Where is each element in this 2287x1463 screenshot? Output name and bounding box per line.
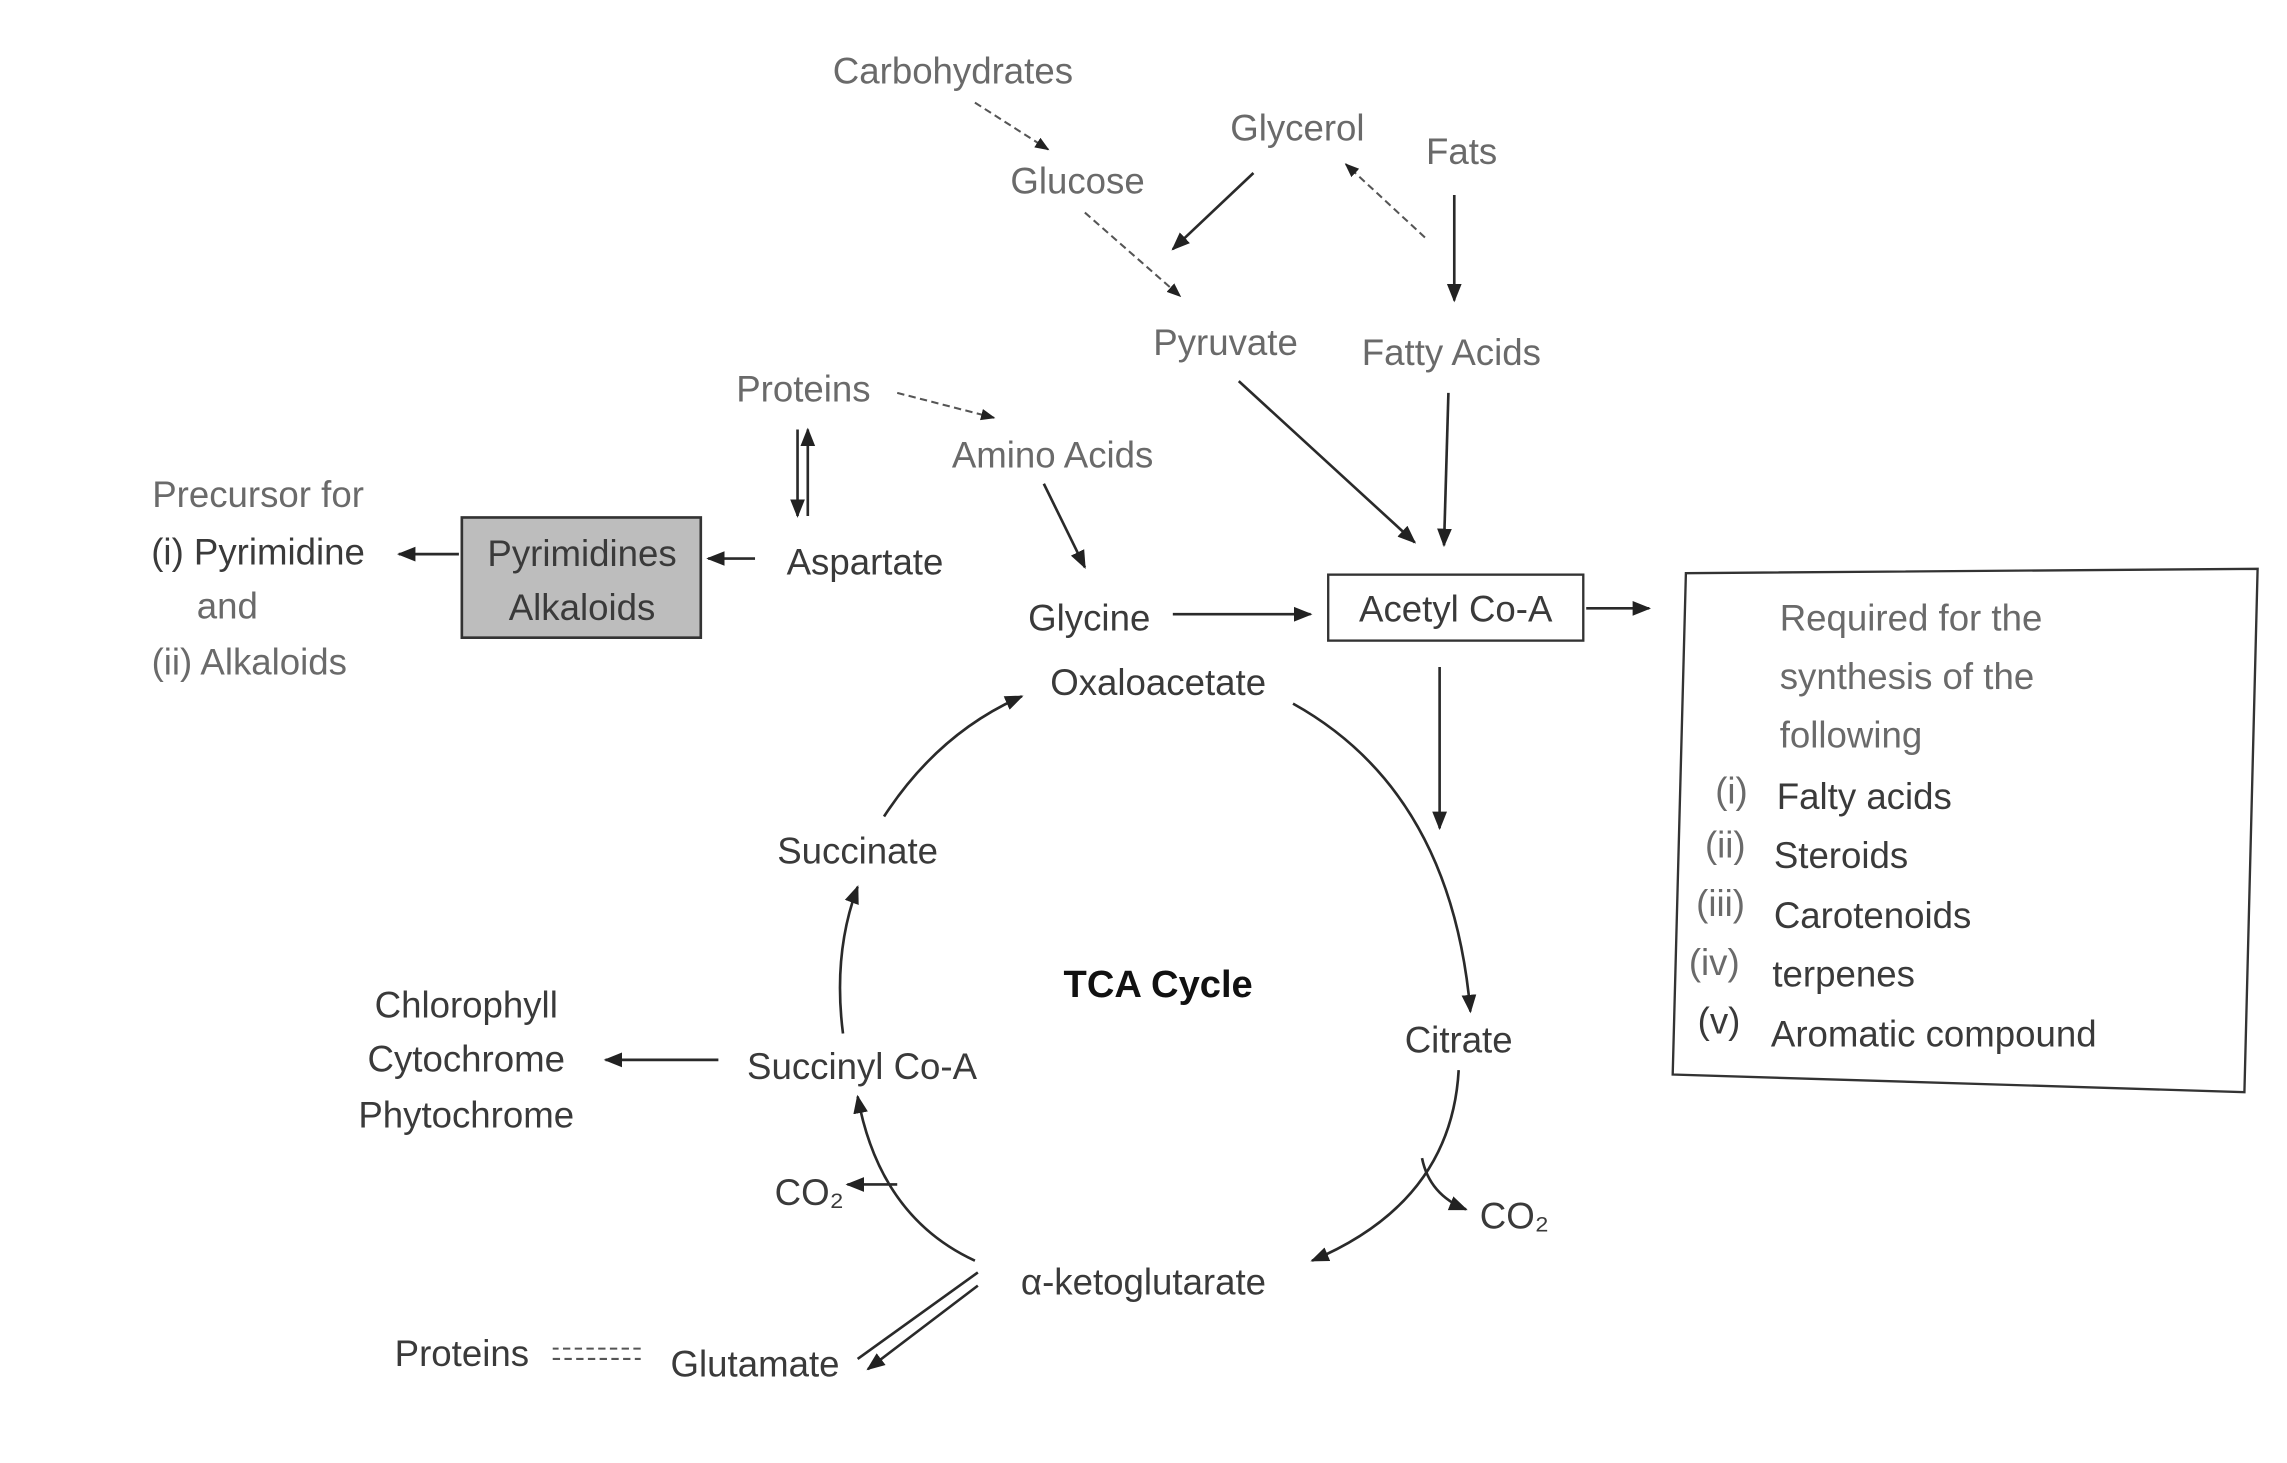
node-amino-acids: Amino Acids [952, 435, 1154, 476]
arc-co2-right [1420, 1157, 1468, 1211]
node-glucose: Glucose [1010, 161, 1144, 202]
node-succinate: Succinate [777, 830, 938, 871]
precursor-line: Precursor for [152, 474, 364, 515]
required-box-content: Required for the synthesis of the follow… [1689, 597, 2097, 1054]
node-alpha-ketoglutarate: α-ketoglutarate [1021, 1261, 1266, 1302]
node-carbohydrates: Carbohydrates [833, 51, 1073, 92]
required-item: terpenes [1772, 954, 1915, 995]
required-item: Carotenoids [1774, 895, 1972, 936]
arrow-proteins-aminoacids [896, 391, 996, 421]
node-proteins-bottom: Proteins [395, 1333, 529, 1374]
node-oxaloacetate: Oxaloacetate [1050, 662, 1266, 703]
node-citrate: Citrate [1405, 1020, 1513, 1061]
required-item: Aromatic compound [1771, 1014, 2097, 1055]
required-item-num: (iv) [1689, 942, 1740, 983]
precursor-line: (i) Pyrimidine [151, 531, 365, 572]
precursor-line: (ii) Alkaloids [152, 641, 347, 682]
arrow-akg-glutamate [856, 1271, 979, 1360]
node-co2-right: CO₂ [1480, 1195, 1549, 1236]
required-item: Steroids [1774, 835, 1908, 876]
pyrimidines-alkaloids-box [460, 516, 703, 639]
node-glycerol: Glycerol [1230, 108, 1364, 149]
required-item-num: (ii) [1705, 825, 1746, 866]
required-item-num: (iii) [1696, 883, 1745, 924]
node-succinyl-coa: Succinyl Co-A [747, 1046, 978, 1087]
required-heading: Required for the [1780, 597, 2043, 638]
pigment-cytochrome: Cytochrome [368, 1039, 565, 1080]
node-proteins-top: Proteins [736, 369, 870, 410]
acetyl-coa-box [1327, 573, 1585, 642]
arrow-aminoacids-glycine [1042, 483, 1087, 569]
arrow-pyruvate-acetylcoa [1237, 380, 1417, 544]
required-heading: following [1780, 715, 1923, 756]
node-co2-left: CO₂ [775, 1172, 844, 1213]
required-item: Falty acids [1777, 776, 1952, 817]
arrow-glutamate-akg [866, 1284, 979, 1371]
arc-succinylcoa-succinate [838, 885, 859, 1034]
required-heading: synthesis of the [1780, 656, 2034, 697]
arc-akg-succinylcoa [853, 1094, 976, 1262]
arrow-carbohydrates-glucose [974, 101, 1050, 151]
box-alkaloids: Alkaloids [509, 587, 656, 628]
required-item-num: (i) [1715, 770, 1748, 811]
node-acetyl-coa: Acetyl Co-A [1359, 589, 1553, 630]
precursor-line: and [197, 586, 258, 627]
arrow-glucose-pyruvate [1084, 211, 1182, 298]
arc-oxaloacetate-citrate [1292, 702, 1477, 1014]
node-glycine: Glycine [1028, 597, 1150, 638]
node-pyruvate: Pyruvate [1153, 322, 1298, 363]
required-item-num: (v) [1698, 1000, 1741, 1041]
node-aspartate: Aspartate [787, 542, 944, 583]
arc-succinate-oxaloacetate [882, 695, 1024, 818]
pigment-phytochrome: Phytochrome [358, 1094, 574, 1135]
node-glutamate: Glutamate [671, 1344, 840, 1385]
node-tca-cycle: TCA Cycle [1064, 964, 1253, 1006]
required-box [1671, 567, 2259, 1094]
arc-citrate-akg [1310, 1070, 1460, 1262]
node-fatty-acids: Fatty Acids [1362, 332, 1541, 373]
box-pyrimidines: Pyrimidines [487, 533, 676, 574]
arrow-fattyacids-acetylcoa [1437, 392, 1452, 548]
arrows [396, 101, 1652, 1371]
pigment-chlorophyll: Chlorophyll [375, 984, 558, 1025]
arrow-fats-glycerol [1344, 163, 1426, 239]
arrow-glycerol-pyruvate [1171, 172, 1255, 251]
node-fats: Fats [1426, 131, 1497, 172]
